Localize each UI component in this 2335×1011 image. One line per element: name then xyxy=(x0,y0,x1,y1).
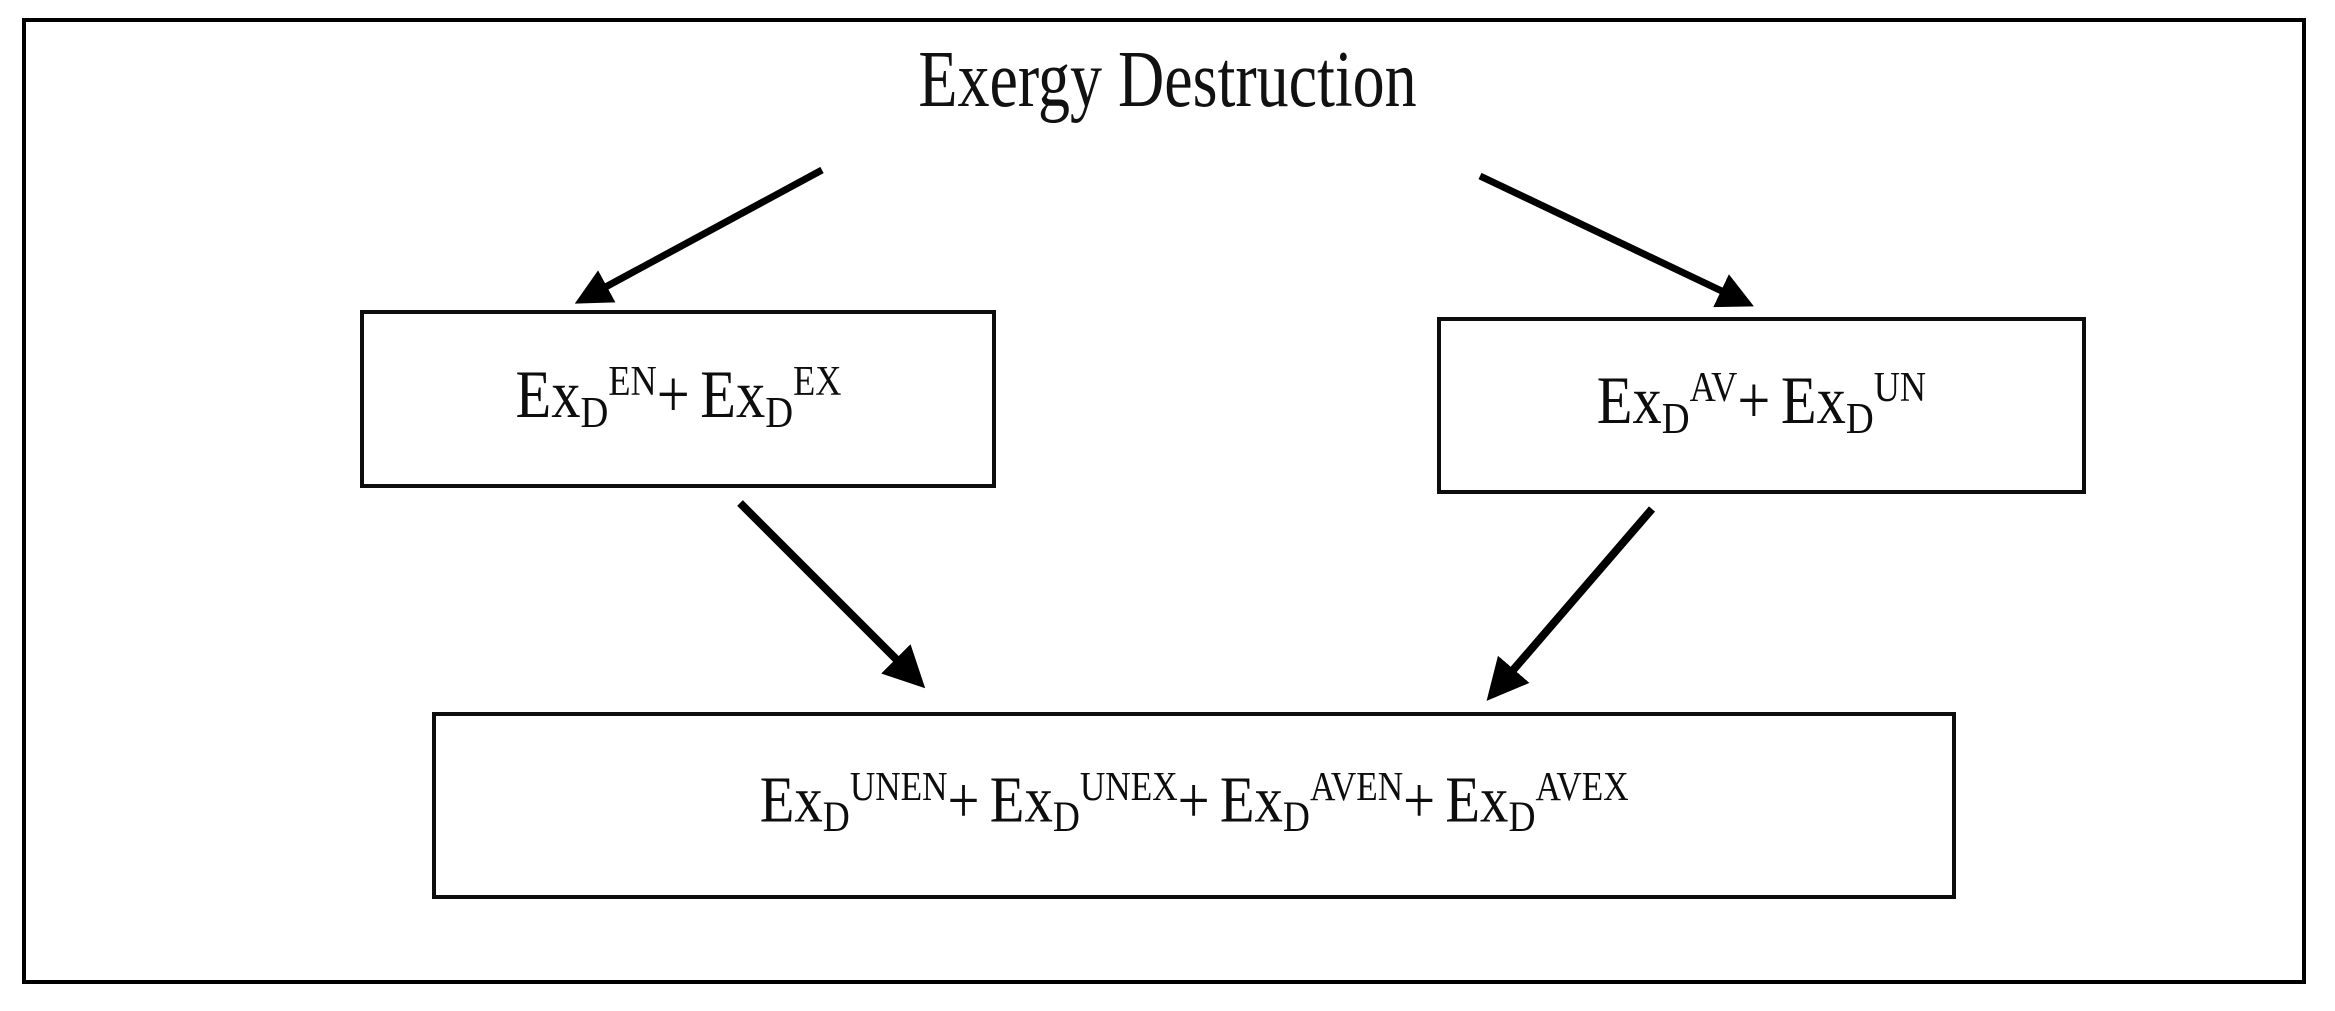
term-base: Ex xyxy=(759,763,823,837)
node-box-combined-split: ExDUNEN+ExDUNEX+ExDAVEN+ExDAVEX xyxy=(432,712,1956,899)
term-base: Ex xyxy=(699,355,765,432)
node-box-conventional-split: ExDEN+ExDEX xyxy=(360,310,996,488)
term-base: Ex xyxy=(1596,362,1662,439)
formula-advanced-split: ExDAV+ExDUN xyxy=(1597,366,1926,445)
term-subscript: D xyxy=(1508,793,1536,842)
formula-conventional-split: ExDEN+ExDEX xyxy=(515,360,841,439)
term-subscript: D xyxy=(822,793,850,842)
plus-operator: + xyxy=(656,355,690,432)
plus-operator: + xyxy=(1177,763,1210,837)
term-superscript: AV xyxy=(1689,364,1738,412)
term-subscript: D xyxy=(1845,392,1874,443)
term-superscript: UNEX xyxy=(1079,764,1178,810)
term-superscript: AVEX xyxy=(1535,764,1629,810)
node-box-advanced-split: ExDAV+ExDUN xyxy=(1437,317,2086,494)
term-superscript: EN xyxy=(607,357,657,405)
formula-combined-split: ExDUNEN+ExDUNEX+ExDAVEN+ExDAVEX xyxy=(759,763,1629,843)
term-subscript: D xyxy=(1052,793,1080,842)
page-title: Exergy Destruction xyxy=(918,36,1417,124)
term-base: Ex xyxy=(989,763,1053,837)
plus-operator: + xyxy=(1402,763,1435,837)
term-base: Ex xyxy=(1780,362,1846,439)
figure-outer-frame xyxy=(22,18,2306,984)
term-base: Ex xyxy=(515,355,581,432)
term-base: Ex xyxy=(1445,763,1509,837)
term-superscript: AVEN xyxy=(1309,764,1403,810)
term-subscript: D xyxy=(1661,392,1690,443)
term-subscript: D xyxy=(580,386,608,437)
term-superscript: UN xyxy=(1873,364,1927,412)
term-superscript: UNEN xyxy=(849,764,948,810)
term-superscript: EX xyxy=(792,357,841,405)
plus-operator: + xyxy=(947,763,980,837)
plus-operator: + xyxy=(1737,362,1771,439)
term-subscript: D xyxy=(764,386,793,437)
term-base: Ex xyxy=(1219,763,1283,837)
term-subscript: D xyxy=(1282,793,1310,842)
